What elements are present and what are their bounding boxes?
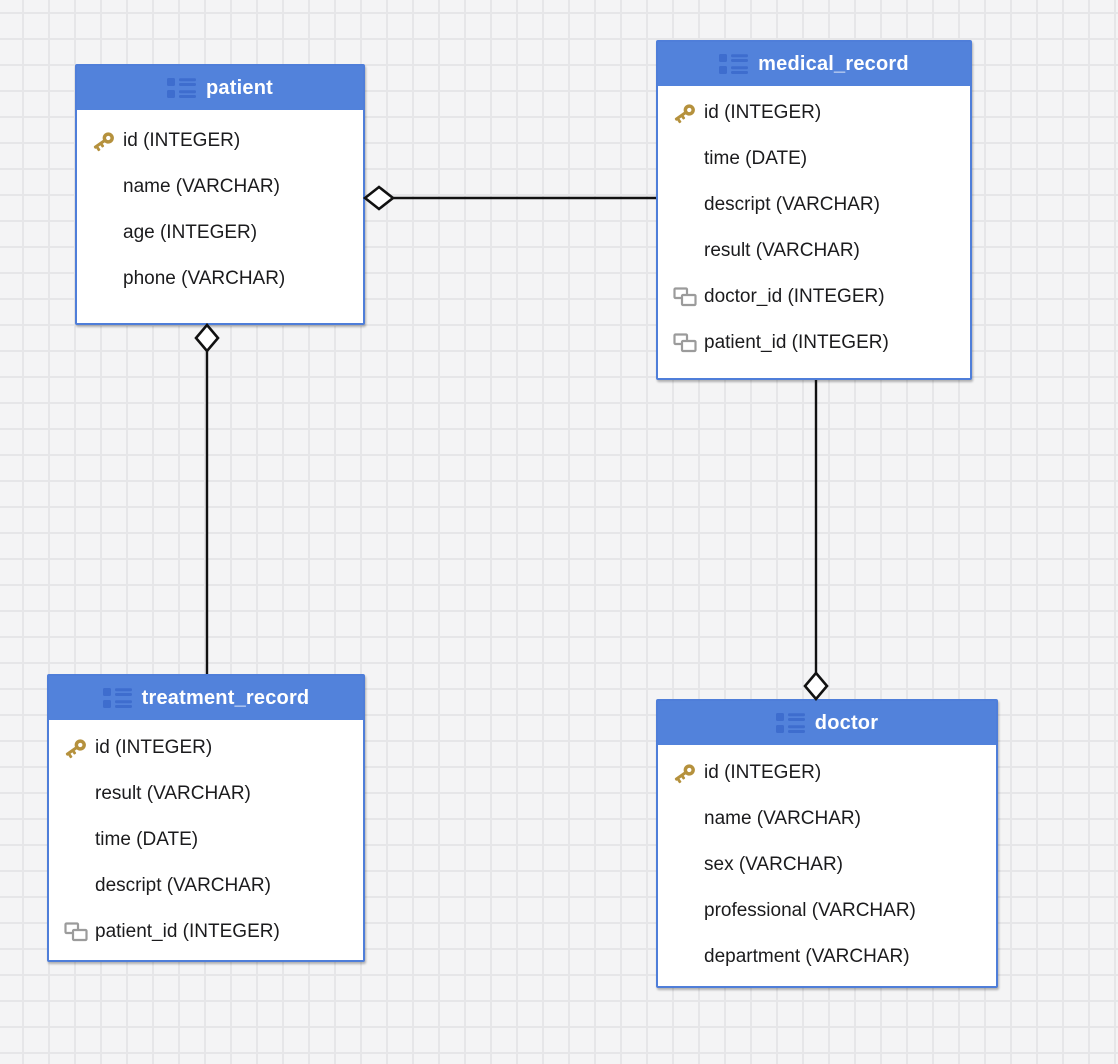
column-label: id (INTEGER) [704,102,822,123]
column-label: sex (VARCHAR) [704,854,843,875]
column-label: professional (VARCHAR) [704,900,916,921]
table-row[interactable]: descript (VARCHAR) [658,182,970,228]
foreign-key-icon [666,333,704,353]
column-label: descript (VARCHAR) [704,194,880,215]
table-row[interactable]: age (INTEGER) [77,210,363,256]
table-title: patient [206,76,273,99]
table-patient-header[interactable]: patient [77,66,363,110]
column-label: age (INTEGER) [123,222,258,243]
column-label: id (INTEGER) [704,762,822,783]
table-row[interactable]: time (DATE) [49,817,363,863]
table-row[interactable]: patient_id (INTEGER) [49,909,363,955]
foreign-key-icon [666,287,704,307]
table-row[interactable]: result (VARCHAR) [49,771,363,817]
table-icon [776,712,806,734]
table-row[interactable]: result (VARCHAR) [658,228,970,274]
column-label: name (VARCHAR) [123,176,280,197]
table-row[interactable]: time (DATE) [658,136,970,182]
table-patient-columns: id (INTEGER) name (VARCHAR) age (INTEGER… [77,110,363,302]
column-label: phone (VARCHAR) [123,268,286,289]
table-row[interactable]: patient_id (INTEGER) [658,320,970,366]
relation-patient-medical_record[interactable] [362,185,656,211]
table-row[interactable]: sex (VARCHAR) [658,842,996,888]
table-row[interactable]: phone (VARCHAR) [77,256,363,302]
column-label: time (DATE) [704,148,808,169]
column-label: patient_id (INTEGER) [704,332,889,353]
table-row[interactable]: id (INTEGER) [658,90,970,136]
column-label: descript (VARCHAR) [95,875,271,896]
table-icon [103,687,133,709]
table-icon [719,53,749,75]
table-row[interactable]: name (VARCHAR) [77,164,363,210]
primary-key-icon [85,128,123,154]
table-treatment_record-header[interactable]: treatment_record [49,676,363,720]
table-row[interactable]: descript (VARCHAR) [49,863,363,909]
table-title: doctor [814,711,879,734]
table-medical_record[interactable]: medical_record id (INTEGER) time (DATE) … [656,40,972,380]
table-row[interactable]: id (INTEGER) [49,725,363,771]
relation-medical_record-doctor[interactable] [803,380,829,702]
table-doctor-columns: id (INTEGER) name (VARCHAR) sex (VARCHAR… [658,745,996,980]
table-row[interactable]: id (INTEGER) [77,118,363,164]
column-label: result (VARCHAR) [704,240,860,261]
table-treatment_record-columns: id (INTEGER) result (VARCHAR) time (DATE… [49,720,363,955]
column-label: patient_id (INTEGER) [95,921,280,942]
column-label: department (VARCHAR) [704,946,910,967]
ownership-diamond-icon [194,322,220,354]
table-treatment_record[interactable]: treatment_record id (INTEGER) result (VA… [47,674,365,962]
relation-patient-treatment_record[interactable] [194,322,220,674]
foreign-key-icon [57,922,95,942]
column-label: result (VARCHAR) [95,783,251,804]
primary-key-icon [666,100,704,126]
table-title: medical_record [758,52,909,75]
table-icon [167,77,197,99]
table-doctor-header[interactable]: doctor [658,701,996,745]
column-label: id (INTEGER) [123,130,241,151]
primary-key-icon [666,760,704,786]
column-label: name (VARCHAR) [704,808,861,829]
column-label: id (INTEGER) [95,737,213,758]
table-patient[interactable]: patient id (INTEGER) name (VARCHAR) age … [75,64,365,325]
table-row[interactable]: id (INTEGER) [658,750,996,796]
table-medical_record-columns: id (INTEGER) time (DATE) descript (VARCH… [658,86,970,366]
table-row[interactable]: name (VARCHAR) [658,796,996,842]
table-row[interactable]: doctor_id (INTEGER) [658,274,970,320]
ownership-diamond-icon [803,670,829,702]
column-label: time (DATE) [95,829,199,850]
table-doctor[interactable]: doctor id (INTEGER) name (VARCHAR) sex (… [656,699,998,988]
table-row[interactable]: department (VARCHAR) [658,934,996,980]
primary-key-icon [57,735,95,761]
table-medical_record-header[interactable]: medical_record [658,42,970,86]
table-row[interactable]: professional (VARCHAR) [658,888,996,934]
column-label: doctor_id (INTEGER) [704,286,885,307]
table-title: treatment_record [141,686,310,709]
ownership-diamond-icon [362,185,396,211]
